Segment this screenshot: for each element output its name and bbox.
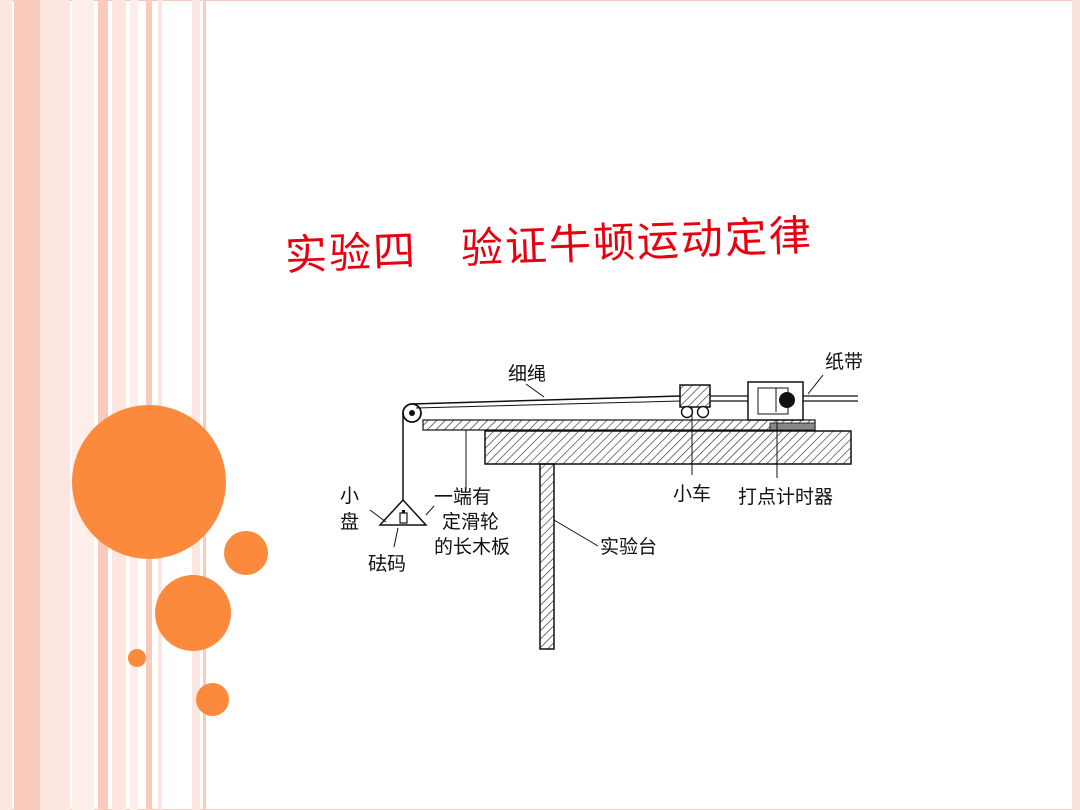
table-leg xyxy=(539,463,555,650)
stripe xyxy=(130,0,138,810)
leader-rope xyxy=(525,383,545,398)
table-top xyxy=(484,430,852,465)
long-board xyxy=(422,419,816,431)
weight-block xyxy=(399,512,408,524)
label-board-2: 定滑轮 xyxy=(442,511,499,533)
label-table: 实验台 xyxy=(600,536,657,558)
label-pan-1: 小 xyxy=(340,485,359,507)
stripe xyxy=(192,0,200,810)
stripe xyxy=(0,0,12,810)
stripe xyxy=(40,0,70,810)
label-weights: 砝码 xyxy=(368,553,406,575)
stripe xyxy=(98,0,108,810)
stripe xyxy=(72,0,94,810)
cart-wheel xyxy=(680,405,694,419)
label-rope: 细绳 xyxy=(508,363,546,385)
medium-orange-circle xyxy=(155,575,231,651)
large-orange-circle xyxy=(72,405,226,559)
stripe xyxy=(14,0,40,810)
leader-pan xyxy=(369,509,387,523)
leader-pan-right xyxy=(425,505,435,516)
label-cart: 小车 xyxy=(673,483,711,505)
label-tape: 纸带 xyxy=(825,351,863,373)
rope-line-lower xyxy=(415,400,681,409)
label-board-1: 一端有 xyxy=(434,486,491,508)
leader-table xyxy=(553,519,599,547)
tiny-orange-circle xyxy=(128,649,146,667)
leader-weights xyxy=(393,527,399,548)
cart-wheel xyxy=(696,405,710,419)
rope-line xyxy=(411,395,681,405)
pulley-axle xyxy=(409,410,415,416)
timer-base xyxy=(769,422,816,431)
leader-tape xyxy=(807,374,824,395)
label-timer: 打点计时器 xyxy=(738,486,833,508)
small-orange-circle xyxy=(224,531,268,575)
small-pan xyxy=(378,499,428,526)
decorative-stripes xyxy=(0,0,215,810)
cart-body xyxy=(679,384,711,408)
stripe xyxy=(203,0,206,810)
label-pan-2: 盘 xyxy=(340,511,359,533)
experiment-diagram: 细绳 纸带 小 盘 砝码 一端有 定滑轮 的长木板 小车 打点计时器 实验台 xyxy=(340,351,863,650)
label-board-3: 的长木板 xyxy=(434,536,510,558)
stripe xyxy=(112,0,126,810)
small-orange-circle-bottom xyxy=(196,683,229,716)
right-edge-stripe xyxy=(1072,0,1080,810)
timer-coil xyxy=(779,392,795,408)
weight-knob xyxy=(402,510,405,513)
